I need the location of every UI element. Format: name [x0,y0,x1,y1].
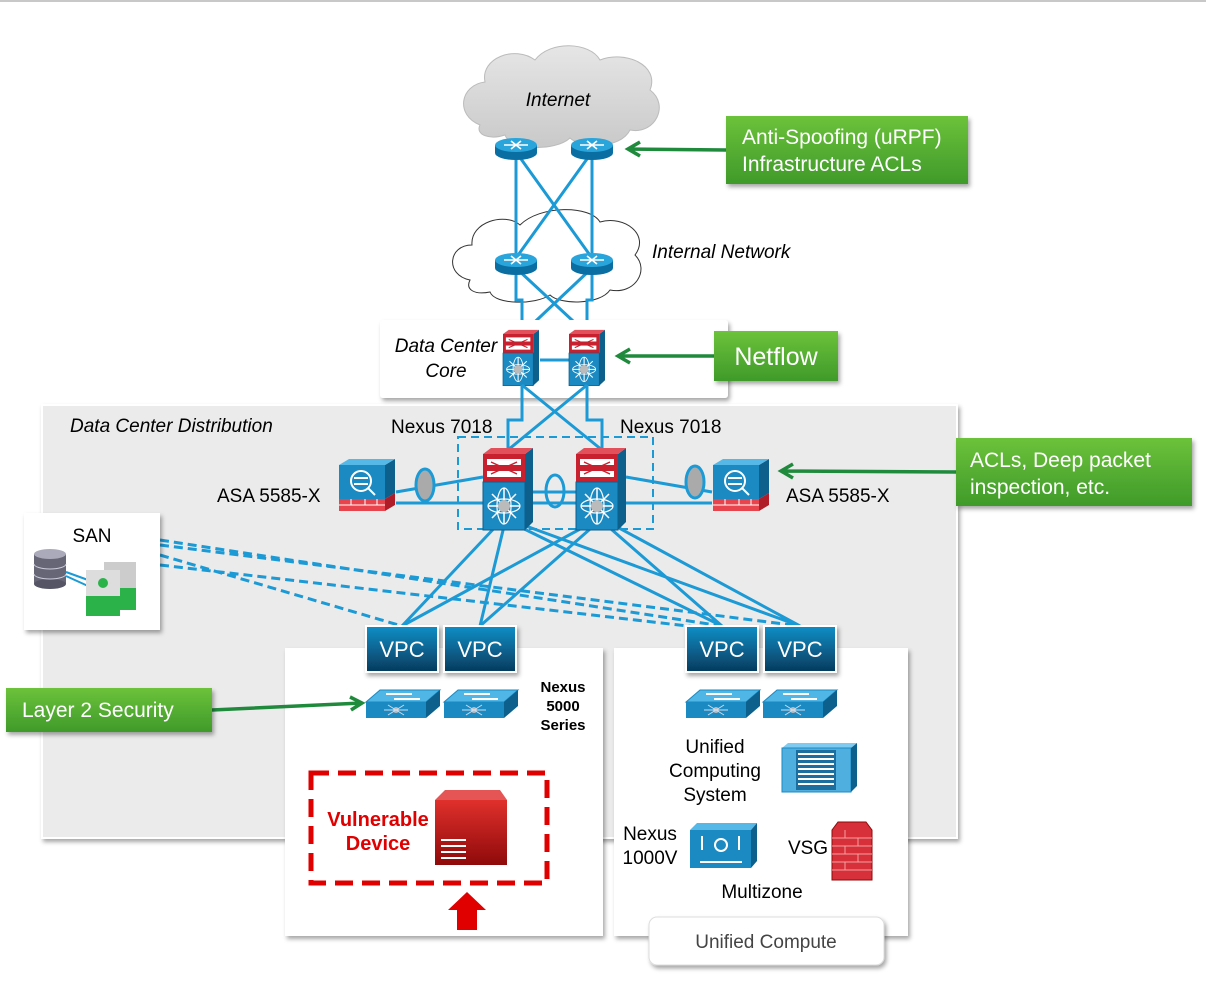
ucs-chassis-icon [781,743,857,793]
svg-text:1000V: 1000V [623,848,678,869]
port-channel-left [414,467,436,503]
internal-network-label: Internal Network [652,242,792,263]
svg-text:Unified Compute: Unified Compute [695,932,837,953]
layer2-callout: Layer 2 Security [6,688,212,732]
compute-panel [614,648,908,936]
san-label: SAN [72,526,111,547]
unified-compute-tab: Unified Compute [648,916,885,966]
nexus-7018-right-label: Nexus 7018 [620,417,721,438]
asa-left-icon [338,458,396,512]
internet-cloud: Internet [463,45,660,148]
svg-text:Nexus: Nexus [540,679,585,696]
multizone-label: Multizone [721,882,802,903]
nexus-5000-label: Nexus 5000 Series [540,679,585,734]
svg-text:VPC: VPC [699,637,744,662]
san-switch-icon [86,562,136,616]
core-label: Data Center [395,336,498,357]
nexus-7018-right [575,447,627,531]
ucs-label: Unified Computing System [669,737,761,806]
core-distribution-links [506,383,604,452]
acls-arrow [777,462,957,480]
layer2-arrow [211,695,366,712]
router-internal-2 [570,252,614,276]
firewall-icon [831,821,873,881]
svg-text:inspection, etc.: inspection, etc. [970,476,1110,499]
svg-text:5000: 5000 [546,698,579,715]
compute-switch-2 [762,689,838,719]
svg-text:Device: Device [346,833,411,855]
vpc-2: VPC [444,626,516,672]
router-internal-1 [494,252,538,276]
nexus-5000-switch-1 [365,689,441,719]
server-icon [435,790,507,865]
vpc-3: VPC [686,626,758,672]
anti-spoofing-arrow [624,140,727,158]
svg-text:ACLs, Deep packet: ACLs, Deep packet [970,449,1151,472]
vpc-1: VPC [366,626,438,672]
port-channel-right [684,464,706,500]
nexus-7018-left-label: Nexus 7018 [391,417,492,438]
svg-text:Nexus: Nexus [623,824,677,845]
svg-text:VPC: VPC [379,637,424,662]
san-box: SAN [24,513,160,630]
asa-left-label: ASA 5585-X [217,486,321,507]
netflow-arrow [614,347,714,365]
nexus-1000v-label: Nexus 1000V [623,824,678,869]
anti-spoofing-callout: Anti-Spoofing (uRPF) Infrastructure ACLs [726,116,968,184]
nexus-1000v-icon [690,823,757,868]
alert-arrow-up-icon [448,892,486,930]
svg-text:Unified: Unified [685,737,744,758]
storage-icon [33,549,67,589]
vpc-4: VPC [764,626,836,672]
svg-text:System: System [683,785,746,806]
router-internet-1 [494,137,538,161]
nexus-5000-switch-2 [443,689,519,719]
svg-text:Layer 2 Security: Layer 2 Security [22,699,174,722]
compute-switch-1 [685,689,761,719]
svg-text:Core: Core [425,361,466,382]
core-switch-2 [568,329,606,387]
svg-text:Netflow: Netflow [734,343,818,371]
svg-text:VPC: VPC [777,637,822,662]
svg-text:Computing: Computing [669,761,761,782]
distribution-label: Data Center Distribution [70,416,273,437]
asa-right-label: ASA 5585-X [786,486,890,507]
vulnerable-label: Vulnerable Device [327,809,429,855]
san-links [159,538,801,632]
svg-text:Infrastructure ACLs: Infrastructure ACLs [742,153,922,176]
vsg-label: VSG [788,838,828,859]
svg-text:Vulnerable: Vulnerable [327,809,429,831]
nexus-7018-left [482,447,534,531]
internet-label: Internet [526,90,591,111]
distribution-access-links [400,520,801,628]
svg-text:Series: Series [540,717,585,734]
asa-links [395,475,713,505]
router-internet-2 [570,137,614,161]
port-channel-peer [544,473,566,509]
asa-right-icon [712,458,770,512]
internal-network-cloud [452,209,642,303]
vulnerable-zone [308,770,550,886]
wan-links [514,151,594,336]
netflow-callout: Netflow [714,331,838,381]
core-switch-1 [502,329,540,387]
acls-callout: ACLs, Deep packet inspection, etc. [956,438,1192,506]
svg-text:VPC: VPC [457,637,502,662]
svg-text:Anti-Spoofing (uRPF): Anti-Spoofing (uRPF) [742,126,942,149]
